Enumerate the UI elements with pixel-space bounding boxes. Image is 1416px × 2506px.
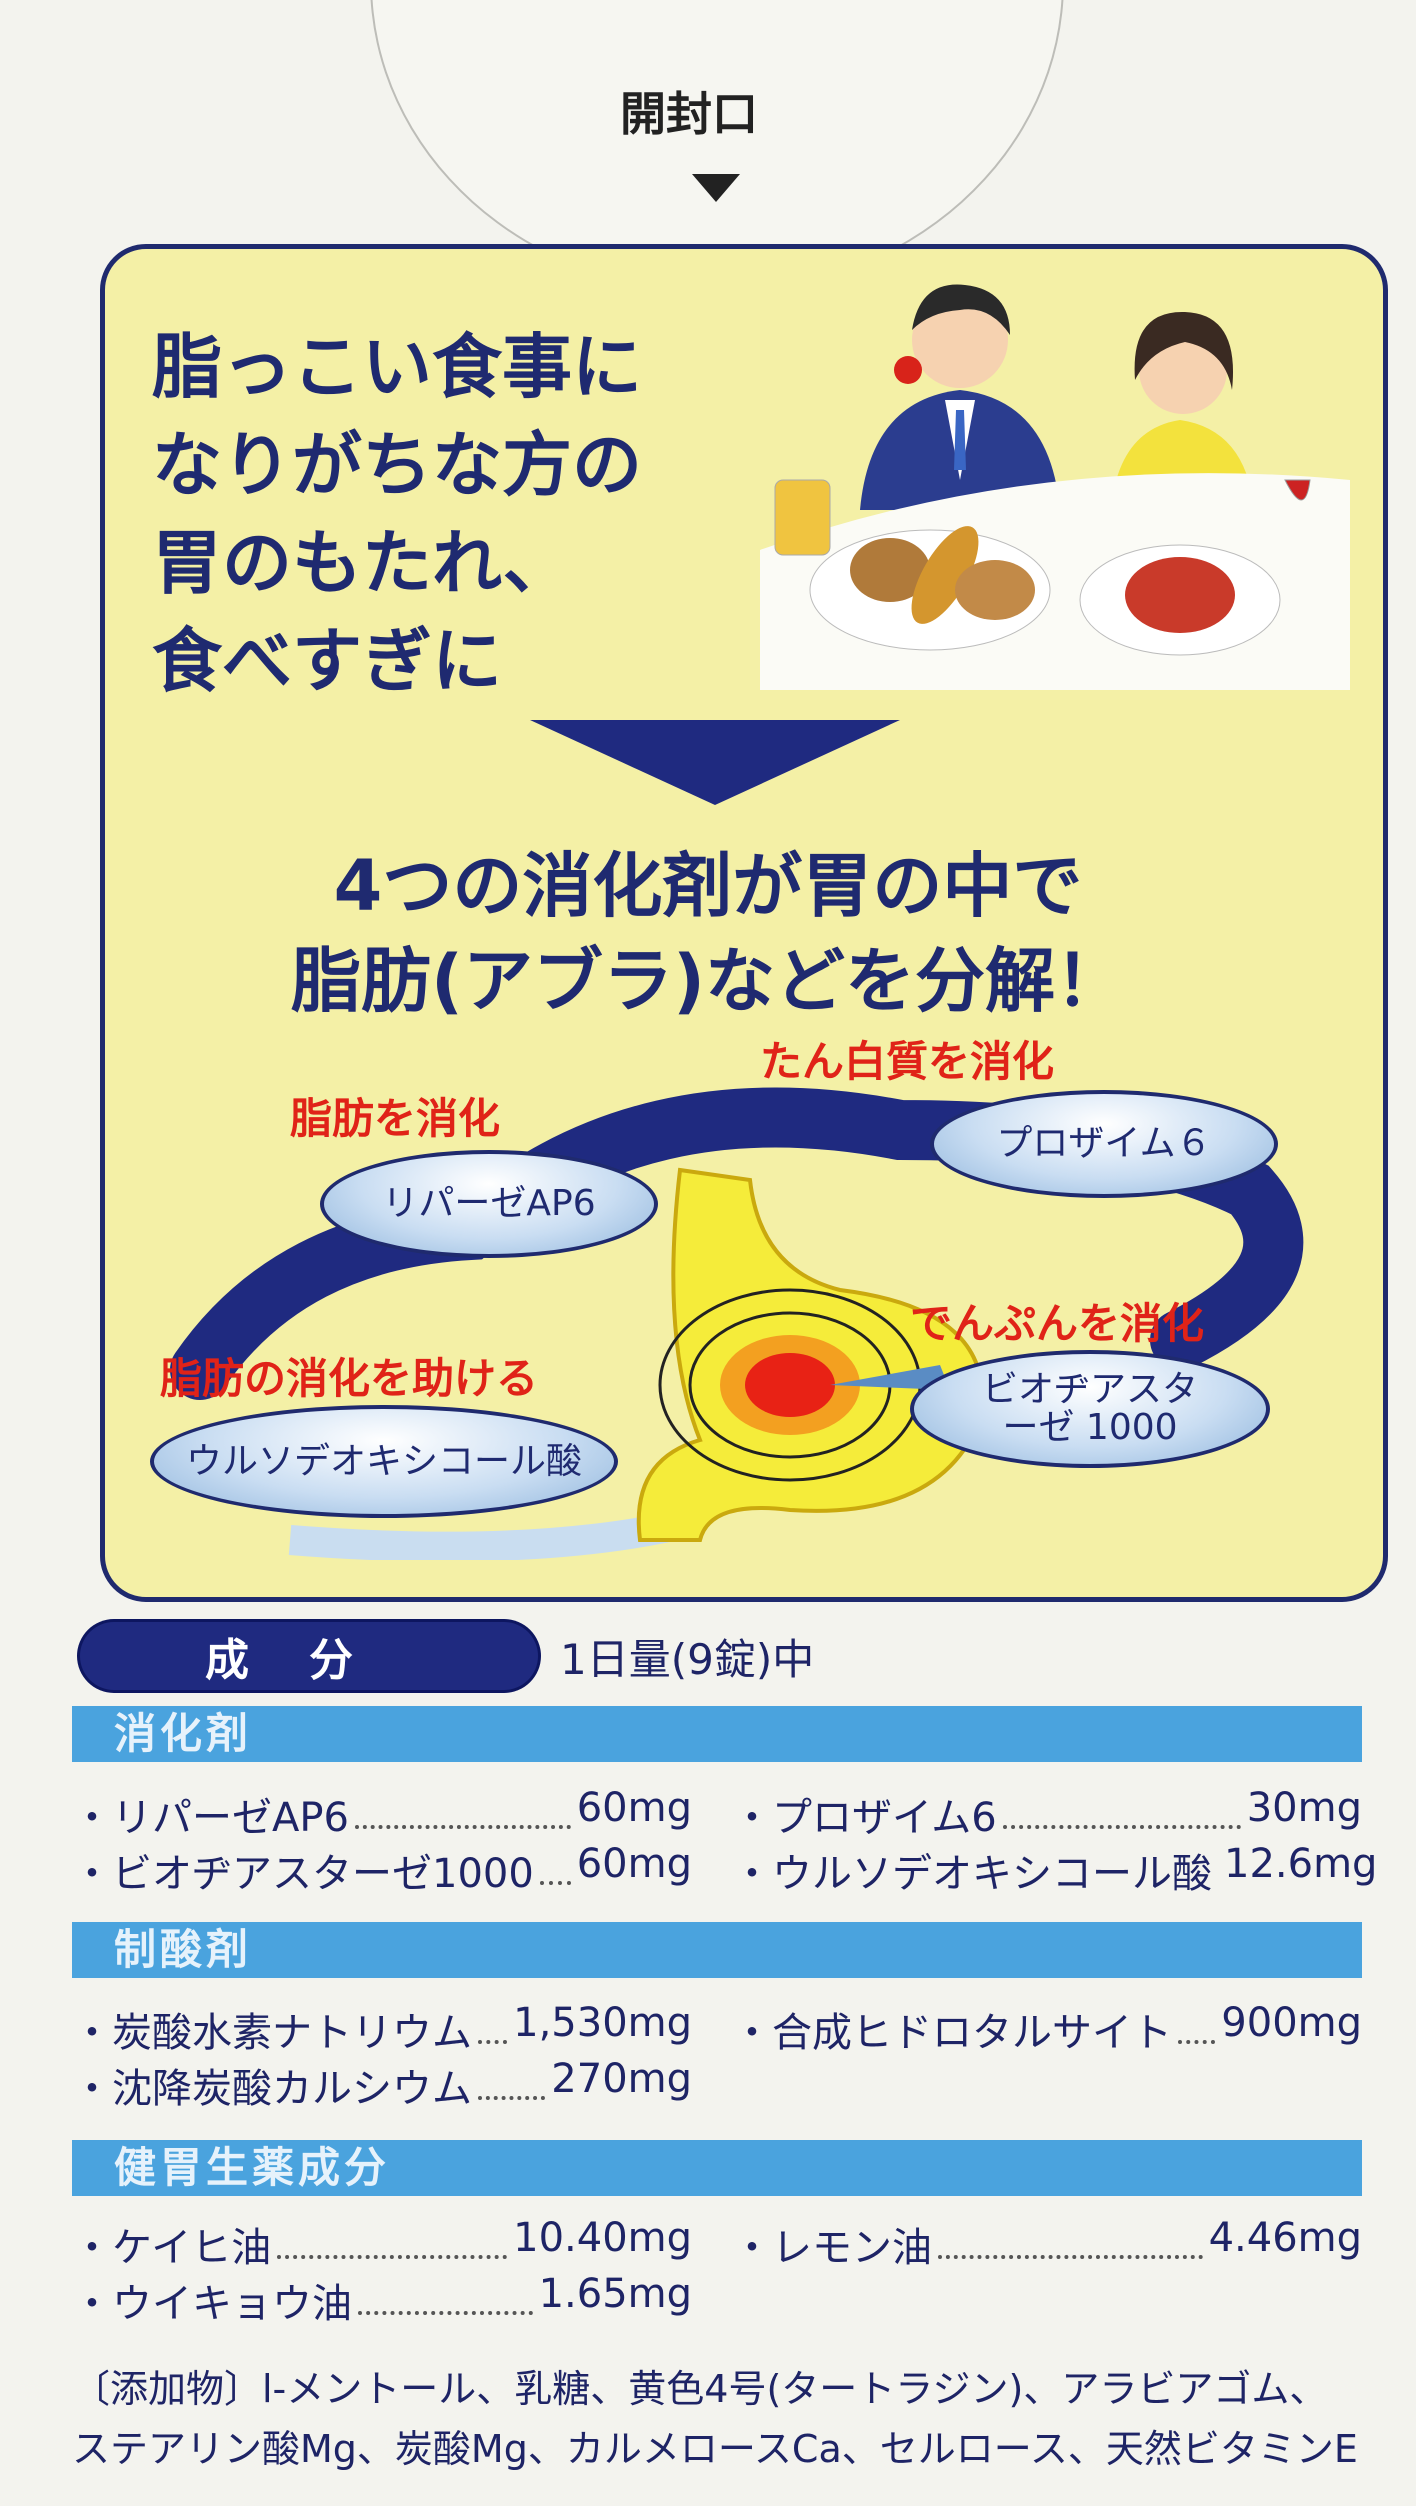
dot-leader [277,2215,508,2259]
subheadline-line-1: 4つの消化剤が胃の中で [333,845,1083,927]
ingredient-amount: 900mg [1221,2000,1362,2046]
additives-line-2: ステアリン酸Mg、炭酸Mg、カルメロースCa、セルロース、天然ビタミンE [72,2427,1358,2471]
ingredient-row: ・ウイキョウ油 1.65mg [72,2271,692,2329]
dot-leader [354,1785,571,1829]
ingredient-name: ・合成ヒドロタルサイト [732,2010,1172,2056]
ingredient-row: ・ケイヒ油 10.40mg [72,2215,692,2273]
dot-leader [358,2271,533,2315]
big-down-arrow-icon [530,720,900,805]
headline-line: 胃のもたれ、 [152,522,573,604]
ingredient-amount: 60mg [576,1841,692,1887]
enzyme-effect-label: たん白質を消化 [760,1037,1055,1086]
ingredient-name: ・プロザイム6 [732,1795,997,1841]
ingredient-name: ・ウイキョウ油 [72,2281,352,2327]
ingredient-amount: 4.46mg [1208,2215,1362,2261]
digestive-items: ・リパーゼAP6 60mg ・プロザイム6 30mg ・ビオヂアスターゼ1000 60… [72,1785,1377,1905]
enzyme-pill-lipase: リパーゼAP6 [320,1150,658,1258]
ingredient-amount: 1,530mg [513,2000,692,2046]
section-header-herbal: 健胃生薬成分 [72,2140,1362,2196]
digestion-diagram [170,1087,1304,1560]
ingredient-amount: 60mg [576,1785,692,1831]
down-triangle-icon [692,174,740,202]
enzyme-effect-label: 脂肪の消化を助ける [160,1354,539,1403]
ingredient-name: ・ウルソデオキシコール酸 [732,1851,1212,1897]
ingredient-row: ・レモン油 4.46mg [732,2215,1362,2273]
herbal-items: ・ケイヒ油 10.40mg ・レモン油 4.46mg ・ウイキョウ油 1.65mg [72,2215,1362,2335]
ingredient-row: ・合成ヒドロタルサイト 900mg [732,2000,1362,2058]
ingredient-amount: 1.65mg [538,2271,692,2317]
section-header-antacid: 制酸剤 [72,1922,1362,1978]
enzyme-pill-ursodeoxycholic: ウルソデオキシコール酸 [150,1405,618,1518]
ingredient-name: ・沈降炭酸カルシウム [72,2066,472,2112]
headline-line: 食べすぎに [152,620,502,702]
dot-leader [478,2056,546,2100]
antacid-items: ・炭酸水素ナトリウム 1,530mg ・合成ヒドロタルサイト 900mg ・沈降炭酸… [72,2000,1362,2120]
ingredients-title: 成分 [80,1622,538,1690]
ingredient-amount: 30mg [1246,1785,1362,1831]
ingredient-name: ・リパーゼAP6 [72,1795,349,1841]
ingredient-row: ・ビオヂアスターゼ1000 60mg [72,1841,692,1899]
dot-leader [1178,2000,1216,2044]
ingredient-name: ・レモン油 [732,2225,932,2271]
enzyme-pill-biodiastase: ビオヂアスターゼ 1000 [910,1350,1270,1468]
ingredient-row: ・プロザイム6 30mg [732,1785,1362,1843]
ingredient-name: ・ビオヂアスターゼ1000 [72,1851,534,1897]
ingredient-amount: 270mg [551,2056,692,2102]
subheadline-line-2: 脂肪(アブラ)などを分解！ [291,940,1125,1022]
ingredient-row: ・リパーゼAP6 60mg [72,1785,692,1843]
daily-dose-label: 1日量(9錠)中 [560,1635,815,1684]
section-header-digestive: 消化剤 [72,1706,1362,1762]
ingredient-row: ・炭酸水素ナトリウム 1,530mg [72,2000,692,2058]
headline-line: 脂っこい食事に [152,326,642,408]
dot-leader [478,2000,508,2044]
dot-leader [938,2215,1203,2259]
ingredient-amount: 10.40mg [513,2215,692,2261]
ingredient-amount: 12.6mg [1224,1841,1378,1887]
dot-leader [539,1841,571,1885]
ingredient-name: ・ケイヒ油 [72,2225,272,2271]
ingredient-name: ・炭酸水素ナトリウム [72,2010,472,2056]
additives-line-1: 〔添加物〕l-メントール、乳糖、黄色4号(タートラジン)、アラビアゴム、 [72,2367,1328,2411]
enzyme-effect-label: でんぷんを消化 [910,1299,1205,1348]
enzyme-effect-label: 脂肪を消化 [290,1094,501,1143]
dining-couple-illustration [760,284,1350,690]
enzyme-pill-prozyme: プロザイム６ [930,1090,1278,1198]
dot-leader [1002,1785,1241,1829]
ingredient-row: ・ウルソデオキシコール酸 12.6mg [732,1841,1377,1899]
headline-line: なりがちな方の [152,424,642,506]
headline: 脂っこい食事に なりがちな方の 胃のもたれ、 食べすぎに [152,318,642,710]
opening-label: 開封口 [620,87,758,141]
ingredient-row: ・沈降炭酸カルシウム 270mg [72,2056,692,2114]
